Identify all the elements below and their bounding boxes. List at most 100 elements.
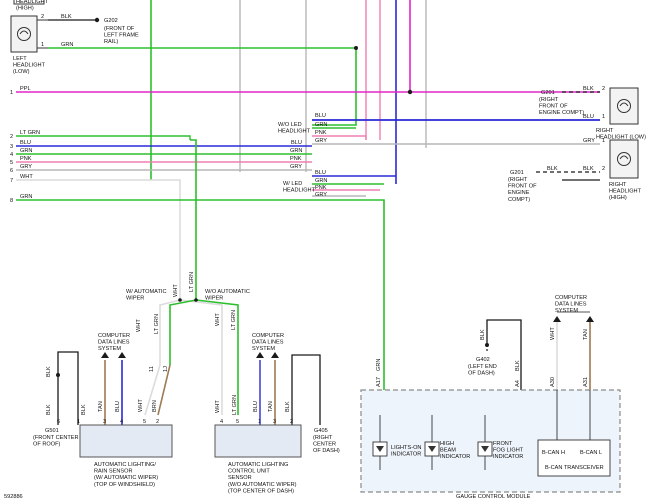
left-headlight-high: HEADLIGHT(HIGH) [13,0,49,12]
rain-wire-label: TAN [98,401,104,412]
g402-name: G402 [476,357,490,363]
rain-pin: 6 [57,419,60,425]
w-led-wire: PNK [315,185,327,191]
splice-dot [94,17,100,23]
right-high-pin-bottom: 2 [602,166,605,172]
w-led-wire: BLU [315,170,326,176]
rain-pin: 4 [120,419,123,425]
connector-pin: 6 [10,168,13,174]
wire-wo-pnk [312,135,367,140]
light-wire-label-upper: LT GRN [231,310,237,330]
connector-left: 1 2 3 4 5 6 7 8 PPL LT GRN BLU GRN PNK G… [10,86,302,204]
g501-name: G501 [45,428,59,434]
rain-pin: 3 [103,419,106,425]
wo-led-wire: GRY [315,138,327,144]
rain-pin: 2 [156,419,159,425]
wo-led-wire: BLU [315,113,326,119]
gcm-wire: BLK [515,360,521,371]
connector-pin: 2 [10,134,13,140]
connector-right-label: GRY [290,164,302,170]
rain-splice-label: 1J [163,366,169,372]
left-low-pin-top: 2 [41,14,44,20]
connector-pin: 7 [10,178,13,184]
left-low-wire-top: BLK [61,14,72,20]
wo-led-wire: GRN [315,122,327,128]
g201-top-wire: BLK [583,86,594,92]
connector-pin: 4 [10,152,13,158]
wire-blk-g402 [486,319,522,390]
gcm-wire: GRN [376,359,382,371]
bcan-l-label: B-CAN L [580,450,602,456]
light-wire-label: TAN [268,401,274,412]
connector-right-label: PNK [290,156,302,162]
wire-wht-row [16,179,181,300]
splice-dot [354,46,358,50]
fog-light-indicator-icon [477,415,493,470]
connector-wire-color: BLU [20,140,31,146]
g201-bottom-name: G201 [510,170,524,176]
light-wire-label: WHT [215,400,221,413]
lights-on-indicator-icon [372,415,388,470]
rain-splice-label: 11 [149,366,155,372]
right-low-wire-bottom: BLU [583,114,594,120]
high-beam-indicator-icon [424,415,440,470]
connector-pin: 8 [10,198,13,204]
gcm-wire: TAN [583,329,589,340]
rain-wire-label: WHT [138,399,144,412]
splice-dot [407,89,413,95]
splice-dot [56,373,60,377]
junction-dots [56,17,413,377]
wo-led-wire: PNK [315,130,327,136]
rain-wire-label: BRN [152,400,158,412]
light-wire-label: LT GRN [232,395,238,415]
rain-sensor-label: AUTOMATIC LIGHTING/RAIN SENSOR(W/ AUTOMA… [94,462,158,488]
bcan-transceiver-box [537,439,611,477]
connector-pin: 3 [10,144,13,150]
wire-grn-row-8 [16,199,385,390]
connector-wire-color: LT GRN [20,130,40,136]
gcm-pin: A17 [376,377,382,387]
wire-blk-rain-b [57,351,79,425]
w-led-wire: GRN [315,178,327,184]
diagram-id: 592886 [4,494,23,500]
light-pin: 4 [220,419,223,425]
vertical-wht-label: WHT [173,284,179,297]
rain-sensor: AUTOMATIC LIGHTING/RAIN SENSOR(W/ AUTOMA… [46,314,173,488]
right-low-pin-bottom: 1 [602,114,605,120]
connector-wire-color: WHT [20,174,33,180]
light-wire-label-upper: WHT [215,313,221,326]
left-headlight-high-label: HEADLIGHT(HIGH) [16,0,49,12]
rain-sensor-body [79,424,173,458]
wire-wht-split-r [179,299,223,415]
light-pin: 2 [290,419,293,425]
light-pin: 1 [258,419,261,425]
rain-pin: 1 [77,419,80,425]
wire-layer [16,0,600,425]
connector-right-label: GRN [290,148,302,154]
connector-right-label: BLU [291,140,302,146]
left-low-pin-bottom: 1 [41,42,44,48]
connector-pin: 5 [10,160,13,166]
